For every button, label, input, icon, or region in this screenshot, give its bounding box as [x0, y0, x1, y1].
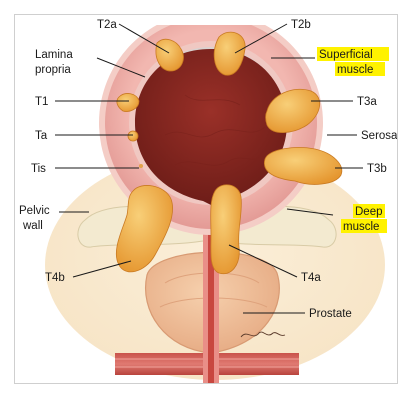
label-t2b: T2b	[291, 19, 311, 31]
tumor-t4a	[211, 185, 242, 274]
label-pelvic-wall-line2: wall	[22, 220, 43, 232]
label-superficial-muscle-line1: Superficial	[319, 49, 373, 61]
label-t4b: T4b	[45, 272, 65, 284]
top-clip	[135, 15, 287, 25]
label-lamina-propria-line1: Lamina	[35, 49, 73, 61]
label-tis: Tis	[31, 163, 46, 175]
label-lamina-propria-line2: propria	[35, 64, 71, 76]
label-deep-muscle-line1: Deep	[355, 206, 383, 218]
label-serosa: Serosa	[361, 130, 398, 142]
tumor-tis	[139, 164, 143, 168]
label-superficial-muscle-line2: muscle	[337, 64, 373, 76]
label-pelvic-wall-line1: Pelvic	[19, 205, 50, 217]
label-t4a: T4a	[301, 272, 321, 284]
tumor-ta	[128, 131, 138, 141]
label-ta: Ta	[35, 130, 48, 142]
label-t3b: T3b	[367, 163, 387, 175]
label-t2a: T2a	[97, 19, 117, 31]
label-prostate: Prostate	[309, 308, 352, 320]
label-t3a: T3a	[357, 96, 377, 108]
label-t1: T1	[35, 96, 48, 108]
diagram-frame: T2a T2b Lamina propria Superficial muscl…	[14, 14, 398, 384]
bladder-cancer-staging-diagram: T2a T2b Lamina propria Superficial muscl…	[15, 15, 398, 384]
label-deep-muscle-line2: muscle	[343, 221, 379, 233]
